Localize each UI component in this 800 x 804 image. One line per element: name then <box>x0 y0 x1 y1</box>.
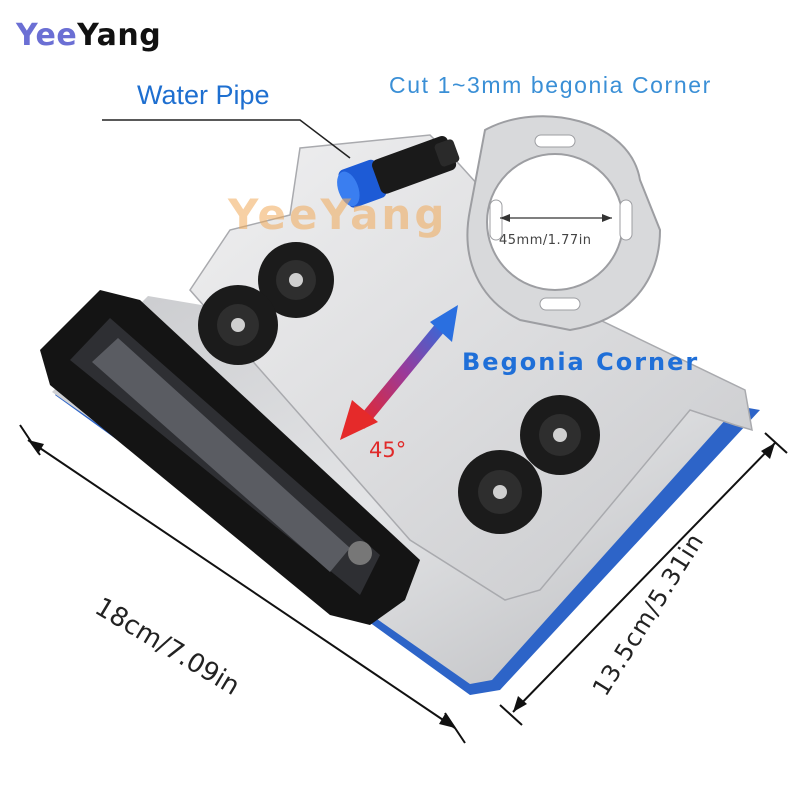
dimension-arrow-icon <box>19 424 788 744</box>
brand-part-2: Yang <box>77 18 162 53</box>
handle-icon <box>40 290 420 625</box>
knob-icon <box>198 242 600 534</box>
ring-template <box>466 115 662 332</box>
double-arrow-icon <box>340 305 458 440</box>
water-pipe-leader <box>102 119 351 159</box>
cut-range-label: Cut 1~3mm begonia Corner <box>389 72 712 98</box>
water-pipe-label: Water Pipe <box>137 80 270 110</box>
begonia-corner-label: Begonia Corner <box>462 348 700 376</box>
brand-logo: YeeYang <box>16 18 161 53</box>
inner-diameter-label: 45mm/1.77in <box>499 233 592 248</box>
water-fitting-icon <box>337 135 460 208</box>
brand-part-1: Yee <box>16 18 78 53</box>
angle-label: 45° <box>369 438 407 462</box>
watermark: YeeYang <box>228 190 448 239</box>
